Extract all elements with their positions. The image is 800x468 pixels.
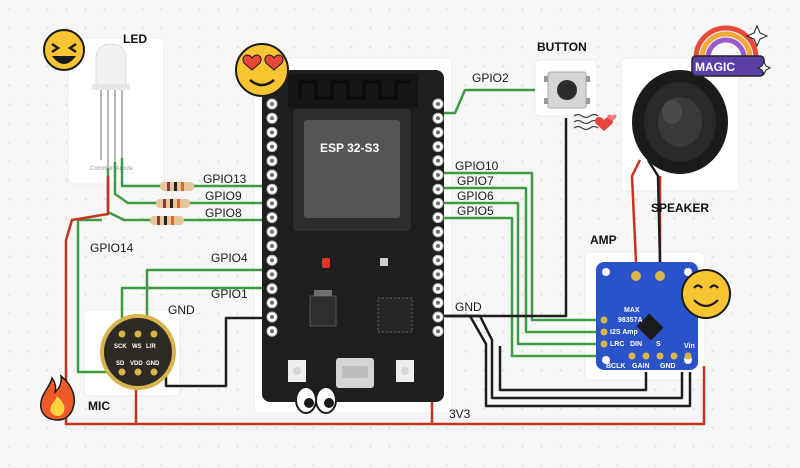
amp-gain: GAIN bbox=[632, 363, 650, 370]
amp-board[interactable] bbox=[596, 262, 698, 370]
header-pin-hole bbox=[436, 201, 440, 206]
label-gpio2: GPIO2 bbox=[472, 71, 509, 85]
label-gnd-right: GND bbox=[455, 300, 482, 314]
magic-sticker-text: MAGIC bbox=[695, 60, 735, 74]
mic-ws: WS bbox=[132, 344, 142, 350]
amp-lrc: LRC bbox=[610, 341, 624, 348]
mic-title: MIC bbox=[88, 399, 110, 413]
header-pin-hole bbox=[436, 187, 440, 192]
speaker[interactable] bbox=[632, 70, 728, 174]
header-pin-hole bbox=[270, 215, 274, 220]
header-pin-hole bbox=[436, 286, 440, 291]
header-pin-hole bbox=[436, 130, 440, 135]
header-pin-hole bbox=[270, 187, 274, 192]
header-pin-hole bbox=[436, 158, 440, 163]
resistor-2 bbox=[156, 199, 190, 208]
mic-board[interactable] bbox=[100, 314, 176, 390]
laughing-face-icon bbox=[43, 29, 85, 71]
board-label: ESP 32-S3 bbox=[320, 141, 379, 155]
header-pin-hole bbox=[270, 272, 274, 277]
label-3v3: 3V3 bbox=[449, 407, 471, 421]
header-pin-hole bbox=[270, 300, 274, 305]
amp-max: MAX bbox=[624, 307, 640, 314]
label-gpio5: GPIO5 bbox=[457, 204, 494, 218]
header-pin-hole bbox=[436, 258, 440, 263]
header-pin-hole bbox=[436, 244, 440, 248]
header-pin-hole bbox=[270, 244, 274, 248]
header-pin-hole bbox=[436, 315, 440, 319]
esp32-board[interactable] bbox=[262, 70, 444, 402]
label-gpio4: GPIO4 bbox=[211, 251, 248, 265]
amp-bclk: BCLK bbox=[606, 363, 625, 370]
eyes-icon bbox=[295, 386, 337, 414]
led-title: LED bbox=[123, 32, 147, 46]
label-gpio1: GPIO1 bbox=[211, 287, 248, 301]
right-header bbox=[432, 98, 444, 337]
header-pin-hole bbox=[270, 116, 274, 121]
heart-eyes-face-icon bbox=[235, 43, 289, 97]
header-pin-hole bbox=[270, 144, 274, 149]
mic-vdd: VDD bbox=[130, 361, 143, 367]
header-pin-hole bbox=[436, 173, 440, 177]
mic-gnd: GND bbox=[146, 361, 160, 367]
header-pin-hole bbox=[436, 144, 440, 149]
amp-s: S bbox=[656, 341, 661, 348]
led-caption: Common Anode bbox=[90, 166, 134, 172]
left-header bbox=[266, 98, 278, 337]
header-pin-hole bbox=[270, 229, 274, 234]
mic-sck: SCK bbox=[114, 344, 127, 350]
mic-sd: SD bbox=[116, 361, 125, 367]
header-pin-hole bbox=[270, 158, 274, 163]
resistor-1 bbox=[160, 182, 194, 191]
speaker-leads bbox=[630, 159, 662, 263]
label-gpio14: GPIO14 bbox=[90, 241, 134, 255]
header-pin-hole bbox=[436, 229, 440, 234]
label-gnd-mic: GND bbox=[168, 303, 195, 317]
fire-icon bbox=[40, 374, 75, 421]
green-wires bbox=[76, 88, 596, 374]
mic-lr: L/R bbox=[146, 344, 156, 350]
header-pin-hole bbox=[270, 286, 274, 291]
header-pin-hole bbox=[270, 258, 274, 263]
speaker-title: SPEAKER bbox=[651, 201, 709, 215]
label-gpio10: GPIO10 bbox=[455, 159, 499, 173]
smiling-face-icon bbox=[681, 269, 731, 319]
header-pin-hole bbox=[270, 130, 274, 135]
resistor-3 bbox=[150, 216, 184, 225]
label-gpio6: GPIO6 bbox=[457, 189, 494, 203]
header-pin-hole bbox=[436, 300, 440, 305]
label-gpio7: GPIO7 bbox=[457, 174, 494, 188]
magic-sticker-icon bbox=[691, 24, 772, 77]
header-pin-hole bbox=[436, 102, 440, 106]
header-pin-hole bbox=[270, 102, 274, 106]
black-wires bbox=[164, 118, 692, 408]
header-pin-hole bbox=[436, 215, 440, 220]
button-title: BUTTON bbox=[537, 40, 587, 54]
hearts-icon bbox=[594, 114, 617, 131]
push-button[interactable] bbox=[544, 71, 590, 109]
amp-i2s: I2S Amp bbox=[610, 329, 638, 336]
label-gpio13: GPIO13 bbox=[203, 172, 247, 186]
amp-part: 98357A bbox=[618, 317, 643, 324]
header-pin-hole bbox=[436, 116, 440, 121]
label-gpio9: GPIO9 bbox=[205, 189, 242, 203]
header-pin-hole bbox=[436, 272, 440, 277]
label-gpio8: GPIO8 bbox=[205, 206, 242, 220]
amp-gnd: GND bbox=[660, 363, 676, 370]
amp-title: AMP bbox=[590, 233, 617, 247]
header-pin-hole bbox=[436, 329, 440, 334]
wave-decoration bbox=[573, 113, 599, 131]
header-pin-hole bbox=[270, 315, 274, 319]
header-pin-hole bbox=[270, 173, 274, 177]
amp-vin: Vin bbox=[684, 343, 695, 350]
header-pin-hole bbox=[270, 201, 274, 206]
amp-din: DIN bbox=[630, 341, 642, 348]
rgb-led[interactable] bbox=[92, 43, 130, 168]
header-pin-hole bbox=[270, 329, 274, 334]
